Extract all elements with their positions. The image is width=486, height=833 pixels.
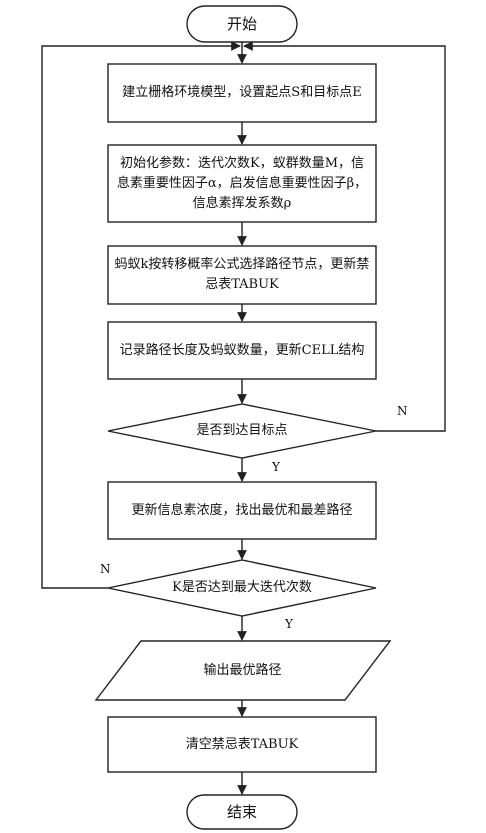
max-iter-text: K是否达到最大迭代次数: [172, 580, 312, 595]
ant-select-text: 蚂蚁k按转移概率公式选择路径节点，更新禁忌表TABUK: [114, 257, 370, 292]
yes-label-maxiter: Y: [285, 617, 293, 631]
start-label: 开始: [226, 15, 257, 33]
yes-label-reach: Y: [272, 460, 280, 474]
no-label-maxiter: N: [100, 562, 111, 576]
no-label-reach: N: [397, 404, 408, 418]
max-iter-decision: [107, 559, 377, 617]
end-label: 结束: [226, 803, 257, 821]
loop-no-max-iter: [41, 41, 241, 589]
update-pheromone-text: 更新信息素浓度，找出最优和最差路径: [131, 502, 353, 518]
loop-no-reach-target: [243, 41, 446, 432]
output-text: 输出最优路径: [203, 663, 282, 678]
end-terminal: [186, 794, 298, 830]
clear-tabu-text: 清空禁忌表TABUK: [185, 736, 299, 752]
reach-target-text: 是否到达目标点: [196, 423, 288, 438]
record-text: 记录路径长度及蚂蚁数量，更新CELL结构: [119, 342, 365, 358]
output-parallelogram: [94, 640, 392, 701]
build-grid-text: 建立栅格环境模型，设置起点S和目标点E: [122, 85, 362, 100]
init-params-text: 初始化参数：迭代次数K，蚁群数量M，信息素重要性因子α，启发信息重要性因子β，信…: [116, 155, 368, 211]
